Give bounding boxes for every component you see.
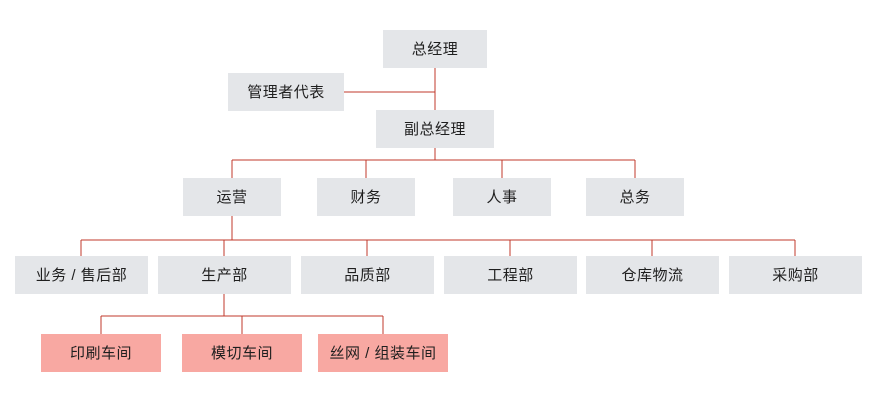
node-label: 管理者代表 [247, 83, 325, 101]
node-production-dept[interactable]: 生产部 [158, 256, 291, 294]
node-label: 业务 / 售后部 [35, 266, 128, 284]
node-label: 印刷车间 [69, 344, 132, 362]
node-operations[interactable]: 运营 [183, 178, 281, 216]
node-quality-dept[interactable]: 品质部 [301, 256, 434, 294]
node-human-resources[interactable]: 人事 [453, 178, 551, 216]
node-finance[interactable]: 财务 [317, 178, 415, 216]
node-label: 丝网 / 组装车间 [329, 344, 437, 362]
node-label: 副总经理 [403, 120, 466, 138]
node-label: 仓库物流 [621, 266, 684, 284]
node-label: 总务 [619, 188, 651, 206]
node-label: 品质部 [344, 266, 391, 284]
node-management-representative[interactable]: 管理者代表 [228, 73, 344, 111]
node-label: 生产部 [201, 266, 248, 284]
node-sales-aftersales-dept[interactable]: 业务 / 售后部 [15, 256, 148, 294]
node-deputy-general-manager[interactable]: 副总经理 [376, 110, 494, 148]
node-label: 财务 [350, 188, 382, 206]
node-printing-workshop[interactable]: 印刷车间 [41, 334, 161, 372]
node-purchasing-dept[interactable]: 采购部 [729, 256, 862, 294]
node-label: 运营 [216, 188, 248, 206]
node-label: 总经理 [411, 40, 459, 58]
node-engineering-dept[interactable]: 工程部 [444, 256, 577, 294]
node-label: 人事 [486, 188, 518, 206]
node-general-manager[interactable]: 总经理 [383, 30, 487, 68]
node-diecutting-workshop[interactable]: 模切车间 [182, 334, 302, 372]
node-warehouse-logistics[interactable]: 仓库物流 [586, 256, 719, 294]
node-silkscreen-assembly-workshop[interactable]: 丝网 / 组装车间 [318, 334, 448, 372]
node-label: 模切车间 [210, 344, 273, 362]
node-general-affairs[interactable]: 总务 [586, 178, 684, 216]
node-label: 工程部 [487, 266, 534, 284]
node-label: 采购部 [772, 266, 819, 284]
